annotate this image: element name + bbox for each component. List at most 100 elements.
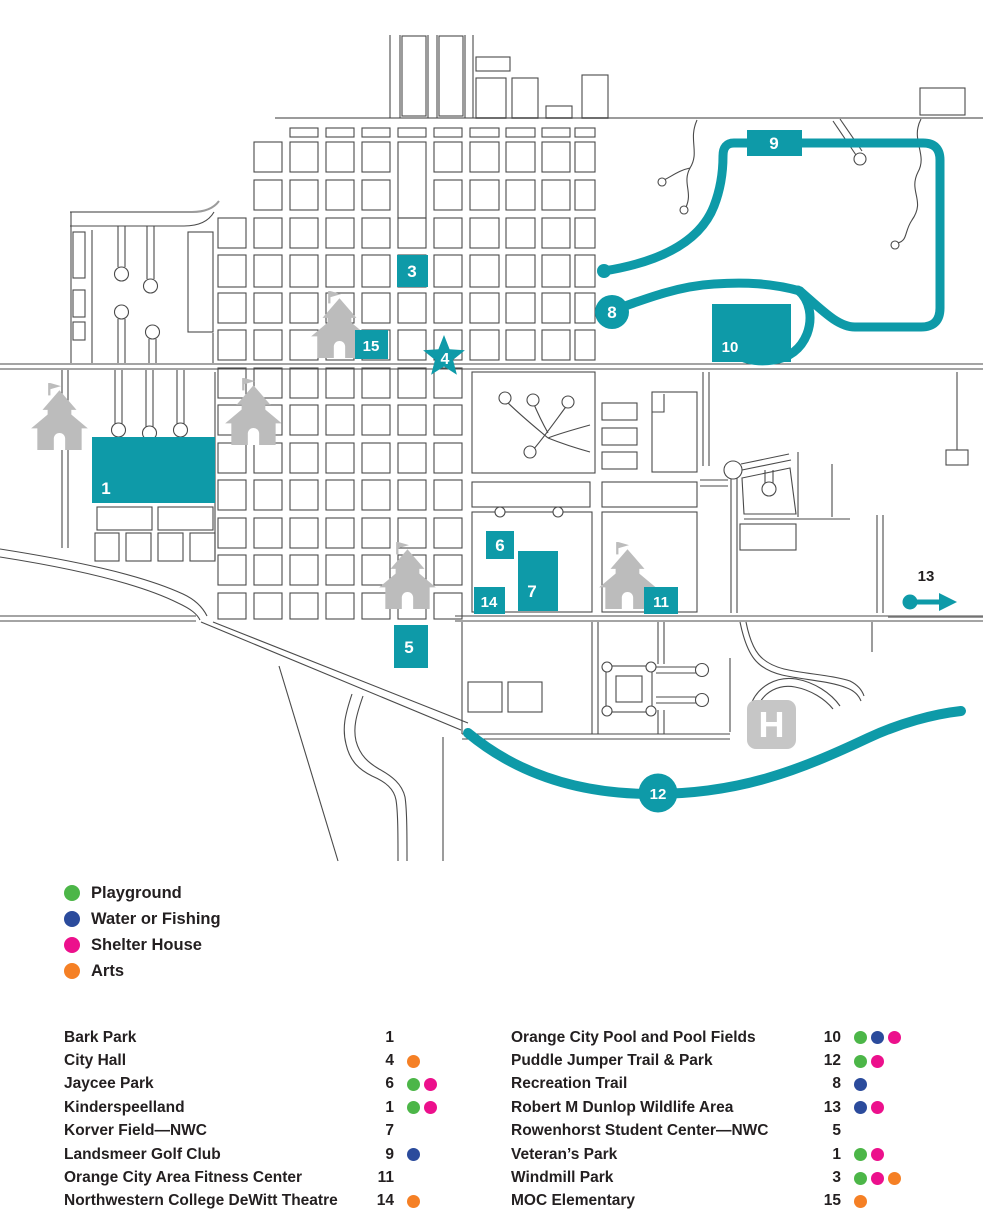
city-block xyxy=(505,329,536,361)
map-marker-4-star[interactable]: 4 xyxy=(423,335,465,375)
place-name: Recreation Trail xyxy=(511,1075,628,1093)
city-block xyxy=(397,367,427,399)
orange-category-dot xyxy=(854,1194,867,1208)
city-block xyxy=(325,404,355,436)
city-block xyxy=(397,217,427,249)
city-block xyxy=(325,554,355,586)
map-marker-12[interactable]: 12 xyxy=(638,773,678,813)
city-block xyxy=(919,87,966,116)
city-block xyxy=(469,127,500,138)
place-number: 14 xyxy=(376,1192,394,1210)
green-category-dot xyxy=(854,1148,867,1162)
city-block xyxy=(574,292,596,324)
cul-de-sac-end xyxy=(601,705,613,717)
place-number: 10 xyxy=(823,1028,841,1046)
map-marker-8[interactable]: 8 xyxy=(595,295,629,329)
pink-category-dot xyxy=(871,1171,884,1185)
city-block xyxy=(361,517,391,549)
city-block xyxy=(361,254,391,288)
city-block xyxy=(541,254,571,288)
green-category-dot xyxy=(854,1054,867,1068)
pink-category-dot xyxy=(888,1031,901,1045)
map-marker-14[interactable]: 14 xyxy=(474,587,505,614)
street-path xyxy=(200,621,462,731)
street-path xyxy=(547,437,591,453)
cul-de-sac-end xyxy=(645,661,657,673)
map-marker-3[interactable]: 3 xyxy=(397,255,428,287)
city-block xyxy=(433,592,463,620)
map-marker-5[interactable]: 5 xyxy=(394,625,428,668)
map-marker-15[interactable]: 15 xyxy=(355,330,388,359)
orange-category-dot xyxy=(407,1054,420,1068)
city-block xyxy=(511,77,539,119)
place-dots xyxy=(854,1148,884,1162)
city-block xyxy=(217,554,247,586)
city-block xyxy=(325,479,355,511)
legend-label: Playground xyxy=(91,883,182,902)
cul-de-sac-end xyxy=(142,278,159,294)
city-block xyxy=(438,35,464,117)
map-marker-10[interactable]: 10 xyxy=(712,304,791,362)
street-path xyxy=(832,120,857,156)
city-block xyxy=(433,217,463,249)
place-name: Windmill Park xyxy=(511,1169,614,1187)
place-dots xyxy=(407,1054,420,1068)
place-dots xyxy=(407,1148,420,1162)
place-dots xyxy=(854,1054,884,1068)
place-number: 6 xyxy=(385,1075,394,1093)
marker-label: 6 xyxy=(495,536,504,555)
city-block xyxy=(253,479,283,511)
city-block xyxy=(601,481,698,508)
map-marker-1[interactable]: 1 xyxy=(92,437,215,503)
city-block xyxy=(289,292,319,324)
marker-label: 9 xyxy=(769,134,778,153)
city-block xyxy=(433,517,463,549)
city-block xyxy=(469,329,500,361)
city-block xyxy=(72,289,86,318)
street-path xyxy=(0,556,201,621)
cul-de-sac-end xyxy=(890,240,900,250)
map-marker-9[interactable]: 9 xyxy=(747,130,802,156)
blue-category-dot xyxy=(407,1148,420,1162)
city-block xyxy=(253,442,283,474)
map-marker-13[interactable]: 13 xyxy=(902,568,958,611)
marker-label: 14 xyxy=(481,594,498,611)
city-block xyxy=(289,592,319,620)
city-block xyxy=(361,217,391,249)
city-block xyxy=(469,141,500,173)
map-marker-7[interactable]: 7 xyxy=(518,551,558,611)
map-marker-6[interactable]: 6 xyxy=(486,531,514,559)
street-path xyxy=(756,685,834,710)
city-block xyxy=(397,404,427,436)
city-block xyxy=(433,479,463,511)
city-block xyxy=(433,254,463,288)
city-block xyxy=(325,367,355,399)
city-block xyxy=(253,367,283,399)
city-block xyxy=(289,179,319,211)
city-block xyxy=(475,56,511,72)
city-block xyxy=(574,179,596,211)
place-name: Orange City Area Fitness Center xyxy=(64,1169,303,1187)
street-path xyxy=(897,118,922,244)
map-marker-11[interactable]: 11 xyxy=(644,587,678,614)
city-block xyxy=(361,127,391,138)
city-block xyxy=(505,254,536,288)
street-path xyxy=(652,394,665,413)
recreation-trail-loop xyxy=(599,138,945,332)
city-block xyxy=(325,442,355,474)
city-block xyxy=(545,105,573,119)
marker-dot xyxy=(902,594,918,610)
city-block xyxy=(433,141,463,173)
cul-de-sac-end xyxy=(552,506,564,518)
city-block xyxy=(157,506,214,531)
city-block xyxy=(289,127,319,138)
city-block xyxy=(253,141,283,173)
city-block xyxy=(601,451,638,470)
cul-de-sac-end xyxy=(679,205,689,215)
